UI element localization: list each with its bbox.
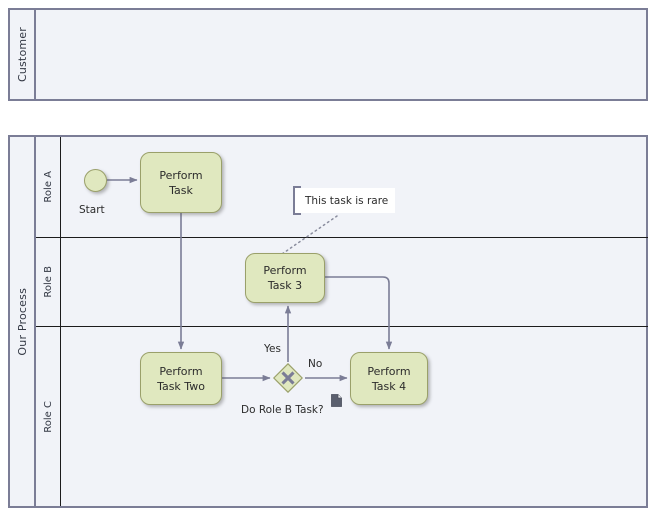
task-perform-task-label-line2: Task (169, 183, 193, 197)
task-perform-task-two[interactable]: Perform Task Two (140, 352, 222, 405)
lane-role-b-header: Role B (36, 238, 61, 326)
annotation-rare-note[interactable] (293, 186, 301, 215)
lane-role-c-header: Role C (36, 327, 61, 506)
task-perform-task-4[interactable]: Perform Task 4 (350, 352, 428, 405)
task-perform-task-label-line1: Perform (159, 168, 203, 182)
lane-role-a-header: Role A (36, 137, 61, 237)
annotation-rare-note-text-box[interactable]: This task is rare (301, 188, 395, 213)
pool-customer-header: Customer (10, 10, 36, 99)
lane-role-c-label: Role C (42, 400, 54, 433)
flow-label-yes: Yes (264, 343, 281, 355)
task-perform-task-two-label-line2: Task Two (157, 379, 205, 393)
task-perform-task-two-label-line1: Perform (159, 364, 203, 378)
pool-customer-label: Customer (15, 26, 29, 83)
pool-our-process-label: Our Process (15, 287, 29, 356)
start-event-label: Start (79, 204, 105, 216)
lane-role-c[interactable]: Role C (36, 326, 648, 506)
pool-customer[interactable]: Customer (8, 8, 648, 101)
exclusive-gateway[interactable] (272, 362, 304, 394)
task-perform-task[interactable]: Perform Task (140, 152, 222, 213)
document-icon (331, 392, 342, 407)
annotation-rare-note-text: This task is rare (305, 194, 389, 207)
lane-role-b-label: Role B (42, 266, 54, 298)
gateway-label: Do Role B Task? (241, 404, 324, 416)
lane-role-a-label: Role A (42, 171, 54, 203)
lane-role-b[interactable]: Role B (36, 237, 648, 326)
pool-our-process-header: Our Process (10, 137, 36, 506)
task-perform-task-3[interactable]: Perform Task 3 (245, 253, 325, 303)
task-perform-task-4-label-line1: Perform (367, 364, 411, 378)
flow-label-no: No (308, 358, 323, 370)
task-perform-task-4-label-line2: Task 4 (371, 379, 407, 393)
start-event[interactable] (84, 169, 107, 192)
task-perform-task-3-label-line1: Perform (263, 264, 307, 277)
task-perform-task-3-label-line2: Task 3 (267, 279, 303, 292)
lane-role-a[interactable]: Role A (36, 137, 648, 237)
